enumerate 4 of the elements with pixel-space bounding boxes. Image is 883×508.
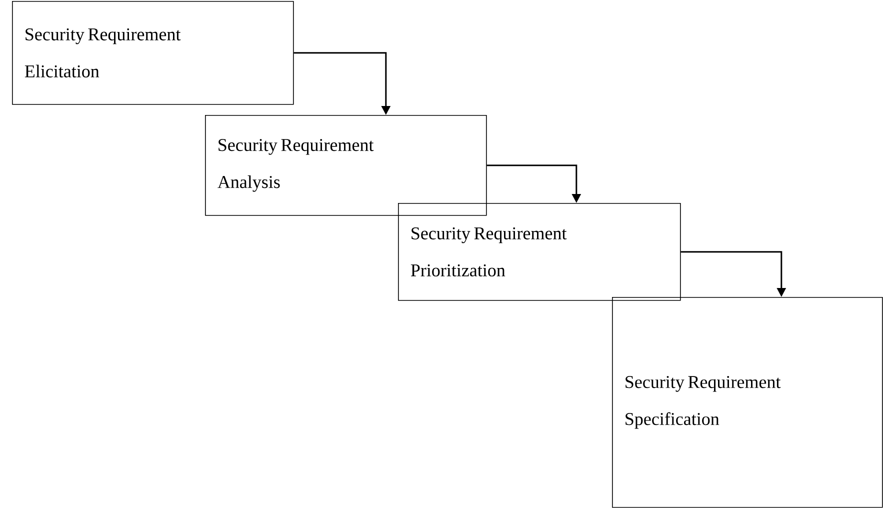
process-box: Security Requirement Specification: [612, 297, 883, 508]
process-box: Security Requirement Prioritization: [398, 203, 681, 301]
process-box: Security Requirement Elicitation: [12, 1, 294, 105]
process-box: Security Requirement Analysis: [205, 115, 487, 216]
